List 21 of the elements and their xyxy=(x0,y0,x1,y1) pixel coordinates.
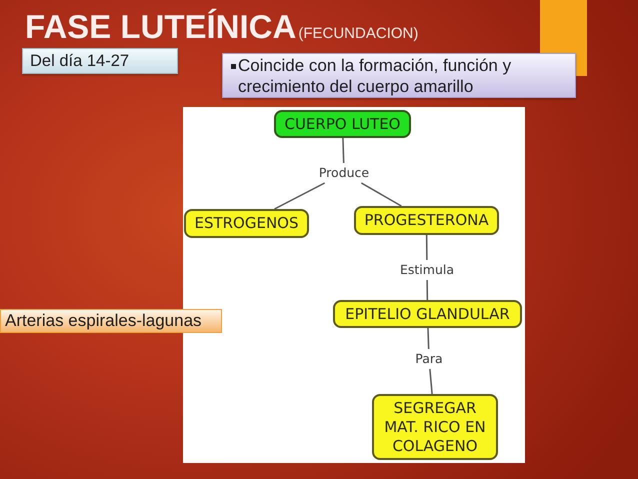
concept-box: SEGREGAR MAT. RICO EN COLAGENO xyxy=(372,394,498,460)
concept-box: ESTROGENOS xyxy=(184,209,309,238)
note-box xyxy=(222,53,576,98)
date-box: Del día 14-27 xyxy=(22,48,178,74)
callout-box: Arterias espirales-lagunas xyxy=(0,309,222,333)
concept-box: PROGESTERONA xyxy=(354,206,499,235)
linking-phrase: Produce xyxy=(316,164,372,182)
linking-phrase: Estimula xyxy=(396,261,458,279)
connector-line xyxy=(426,280,428,300)
concept-box: EPITELIO GLANDULAR xyxy=(333,300,522,328)
subtitle-label: (FECUNDACION) xyxy=(298,25,418,43)
connector-line xyxy=(274,182,326,210)
connector-line xyxy=(361,182,402,207)
connector-line xyxy=(342,138,344,164)
concept-box: CUERPO LUTEO xyxy=(274,110,411,138)
connector-line xyxy=(429,368,433,394)
connector-line xyxy=(427,328,430,350)
connector-line xyxy=(426,235,428,260)
node-text: Coincide con la formación, función y crecimiento del cuerpo amarillo xyxy=(238,55,512,97)
linking-phrase: Para xyxy=(411,350,447,368)
slide-title: FASE LUTEÍNICA xyxy=(25,9,296,45)
